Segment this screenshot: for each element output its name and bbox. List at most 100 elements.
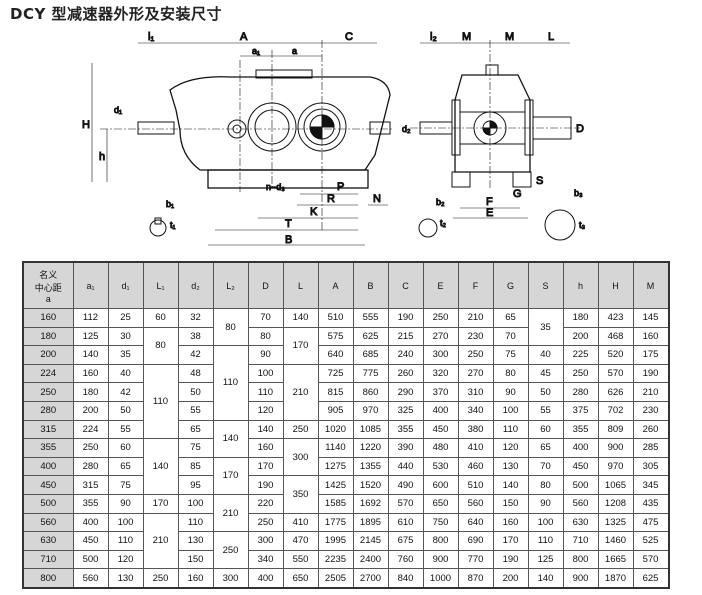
- dim-b3: b₃: [574, 188, 583, 198]
- table-cell: 110: [492, 419, 529, 440]
- dim-a: a: [292, 46, 297, 56]
- table-cell: 55: [107, 419, 144, 440]
- center-distance-cell: 800: [22, 568, 74, 589]
- table-cell: 460: [457, 456, 494, 477]
- table-cell: 300: [247, 531, 284, 551]
- center-distance-cell: 560: [22, 512, 74, 533]
- table-cell: 50: [177, 382, 214, 402]
- table-cell: 300: [212, 568, 249, 589]
- table-cell: 480: [422, 438, 459, 458]
- column-header: E: [422, 261, 459, 309]
- dim-B: B: [285, 234, 292, 246]
- center-distance-cell: 710: [22, 549, 74, 570]
- dim-n-d3: n−d₃: [266, 182, 285, 192]
- table-cell: 40: [527, 345, 564, 365]
- table-cell: 2235: [317, 549, 354, 570]
- table-cell: 100: [247, 363, 284, 384]
- dim-b2: b₂: [436, 197, 445, 207]
- table-cell: 210: [457, 308, 494, 328]
- table-cell: 640: [457, 512, 494, 533]
- dim-S: S: [536, 175, 543, 187]
- table-cell: 1355: [352, 456, 389, 477]
- table-cell: 625: [632, 568, 669, 589]
- table-cell: 2400: [352, 549, 389, 570]
- table-cell: 75: [492, 345, 529, 365]
- table-cell: 250: [422, 308, 459, 328]
- table-cell: 900: [422, 549, 459, 570]
- table-cell: 65: [107, 456, 144, 477]
- table-cell: 350: [282, 475, 319, 514]
- table-cell: 75: [177, 438, 214, 458]
- table-cell: 160: [247, 438, 284, 458]
- table-cell: 250: [72, 438, 109, 458]
- dim-T: T: [285, 218, 292, 230]
- table-cell: 280: [562, 382, 599, 402]
- table-cell: 110: [527, 531, 564, 551]
- center-distance-cell: 200: [22, 345, 74, 365]
- dim-G: G: [513, 188, 522, 200]
- column-header: a₁: [72, 261, 109, 309]
- dim-t3: t₃: [579, 220, 586, 230]
- table-cell: 570: [632, 549, 669, 570]
- table-cell: 630: [562, 512, 599, 533]
- table-cell: 70: [247, 308, 284, 328]
- table-cell: 600: [422, 475, 459, 495]
- table-cell: 470: [282, 531, 319, 551]
- table-cell: 50: [107, 400, 144, 421]
- table-cell: 285: [632, 438, 669, 458]
- dim-b1: b₁: [166, 199, 174, 209]
- table-cell: 440: [387, 456, 424, 477]
- table-cell: 310: [457, 382, 494, 402]
- table-cell: 702: [597, 400, 634, 421]
- table-cell: 250: [282, 419, 319, 440]
- table-cell: 270: [422, 326, 459, 347]
- table-cell: 35: [527, 307, 564, 347]
- table-cell: 345: [632, 475, 669, 495]
- table-cell: 340: [247, 549, 284, 570]
- reducer-outline-drawing: l₁ A C a₁ a H d₁ h n−d₃ P R N K T B b₁ t…: [82, 31, 587, 247]
- dim-M-right: M: [505, 31, 514, 43]
- table-cell: 370: [422, 382, 459, 402]
- dim-d2: d₂: [402, 124, 411, 134]
- table-cell: 75: [107, 475, 144, 495]
- table-cell: 130: [492, 456, 529, 477]
- dim-l1: l₁: [148, 31, 154, 43]
- table-cell: 610: [387, 512, 424, 533]
- table-cell: 65: [177, 419, 214, 440]
- table-cell: 675: [387, 531, 424, 551]
- table-cell: 95: [177, 475, 214, 495]
- table-cell: 860: [352, 382, 389, 402]
- table-cell: 160: [492, 512, 529, 533]
- page-title: DCY 型减速器外形及安装尺寸: [10, 5, 223, 23]
- table-cell: 520: [597, 345, 634, 365]
- table-cell: 110: [142, 363, 179, 440]
- table-cell: 650: [282, 568, 319, 589]
- table-cell: 170: [247, 456, 284, 477]
- table-cell: 500: [562, 475, 599, 495]
- table-cell: 130: [177, 531, 214, 551]
- table-cell: 30: [107, 326, 144, 347]
- table-cell: 775: [352, 363, 389, 384]
- table-cell: 1520: [352, 475, 389, 495]
- table-cell: 815: [317, 382, 354, 402]
- table-cell: 32: [177, 308, 214, 328]
- table-cell: 250: [562, 363, 599, 384]
- table-cell: 85: [177, 456, 214, 477]
- table-cell: 809: [597, 419, 634, 440]
- column-header: d₂: [177, 261, 214, 309]
- table-cell: 1425: [317, 475, 354, 495]
- table-cell: 1665: [597, 549, 634, 570]
- dim-P: P: [337, 181, 344, 193]
- table-cell: 90: [527, 493, 564, 514]
- center-distance-cell: 500: [22, 493, 74, 514]
- table-cell: 510: [457, 475, 494, 495]
- table-cell: 190: [492, 549, 529, 570]
- table-cell: 170: [492, 531, 529, 551]
- center-distance-cell: 315: [22, 419, 74, 440]
